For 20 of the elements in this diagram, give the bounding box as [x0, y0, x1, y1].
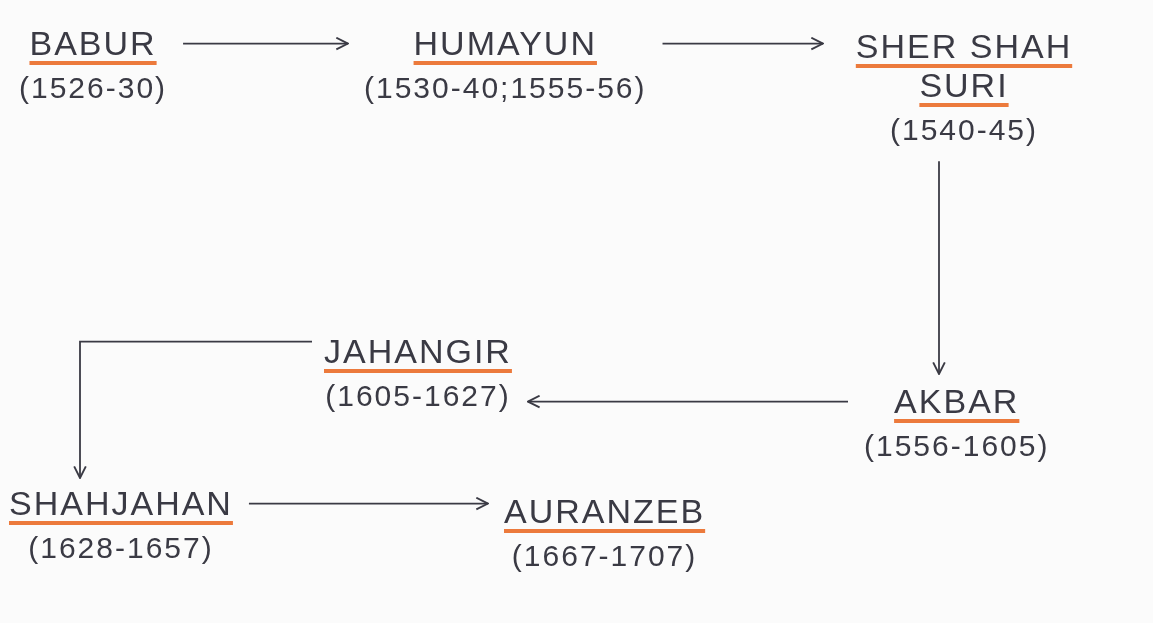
arrow — [661, 36, 824, 51]
ruler-name: BABUR — [28, 24, 158, 64]
ruler-name: JAHANGIR — [324, 332, 512, 372]
arrow — [527, 394, 849, 409]
reign-years: (1540-45) — [888, 113, 1040, 148]
ruler-name: AURANZEB — [504, 492, 706, 532]
arrow — [73, 340, 313, 479]
reign-years: (1667-1707) — [510, 539, 699, 574]
arrow — [932, 160, 946, 375]
ruler-name: SHER SHAH SURI — [854, 27, 1074, 106]
ruler-name: SHAHJAHAN — [9, 484, 233, 524]
arrow — [182, 36, 349, 51]
arrow — [248, 496, 489, 511]
reign-years: (1556-1605) — [864, 429, 1050, 464]
reign-years: (1526-30) — [19, 71, 168, 106]
reign-years: (1628-1657) — [27, 531, 215, 566]
reign-years: (1530-40;1555-56) — [364, 71, 647, 106]
ruler-name: AKBAR — [893, 382, 1021, 422]
ruler-name: HUMAYUN — [412, 24, 598, 64]
reign-years: (1605-1627) — [324, 379, 512, 414]
